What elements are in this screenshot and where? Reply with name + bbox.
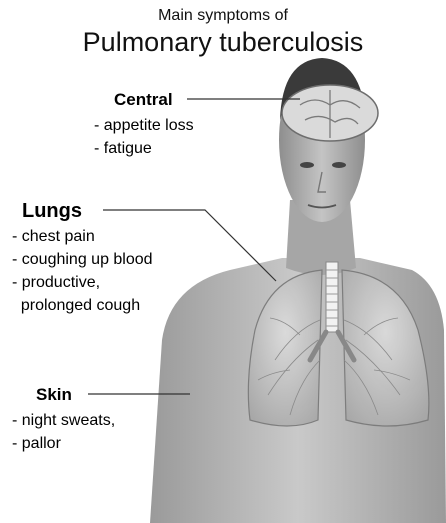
lungs-label: Lungs [22,200,153,223]
figure-title: Pulmonary tuberculosis [0,27,446,58]
skin-symptom-list: - night sweats, - pallor [12,409,115,455]
symptom-item: - fatigue [94,137,194,160]
skin-label: Skin [36,385,115,405]
trachea [326,262,338,332]
symptom-item: - chest pain [12,225,153,248]
symptom-item: - productive, [12,271,153,294]
symptom-item: prolonged cough [12,294,153,317]
symptom-item: - appetite loss [94,114,194,137]
central-label: Central [114,90,194,110]
symptom-item: - night sweats, [12,409,115,432]
figure-subtitle: Main symptoms of [0,7,446,25]
skin-group: Skin - night sweats, - pallor [12,385,115,455]
central-symptom-list: - appetite loss - fatigue [94,114,194,160]
symptom-item: - pallor [12,432,115,455]
lungs-symptom-list: - chest pain - coughing up blood - produ… [12,225,153,317]
central-group: Central - appetite loss - fatigue [94,90,194,160]
lungs-group: Lungs - chest pain - coughing up blood -… [12,200,153,317]
symptom-item: - coughing up blood [12,248,153,271]
